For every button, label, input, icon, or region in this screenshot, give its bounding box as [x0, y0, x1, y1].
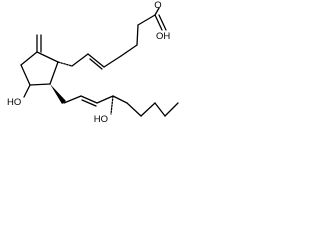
lower-alkyl-chain — [50, 84, 179, 117]
wedge-bond — [50, 84, 66, 104]
chain-hydroxyl-label: HO — [94, 114, 108, 125]
molecule-structure: O OH HO HO — [7, 0, 179, 125]
acid-hydroxyl-label: OH — [156, 31, 170, 42]
ring-hydroxyl-bond — [23, 84, 31, 98]
exocyclic-methylene — [36, 34, 42, 53]
ring-hydroxyl-label: HO — [7, 97, 21, 108]
cyclopentane-ring — [20, 51, 59, 86]
acid-oxygen-label: O — [154, 0, 161, 11]
upper-alkyl-chain — [57, 7, 167, 70]
